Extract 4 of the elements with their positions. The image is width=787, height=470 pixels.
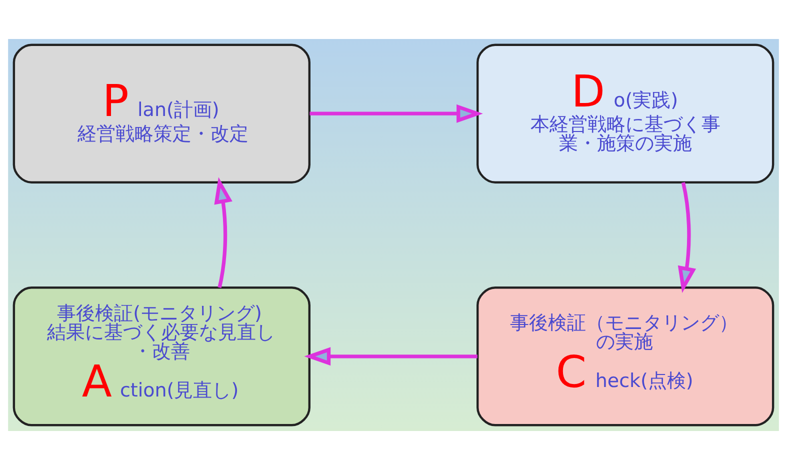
arrow [310, 104, 483, 123]
arrow [214, 177, 232, 288]
arrow [304, 347, 478, 366]
arrow [678, 182, 696, 294]
